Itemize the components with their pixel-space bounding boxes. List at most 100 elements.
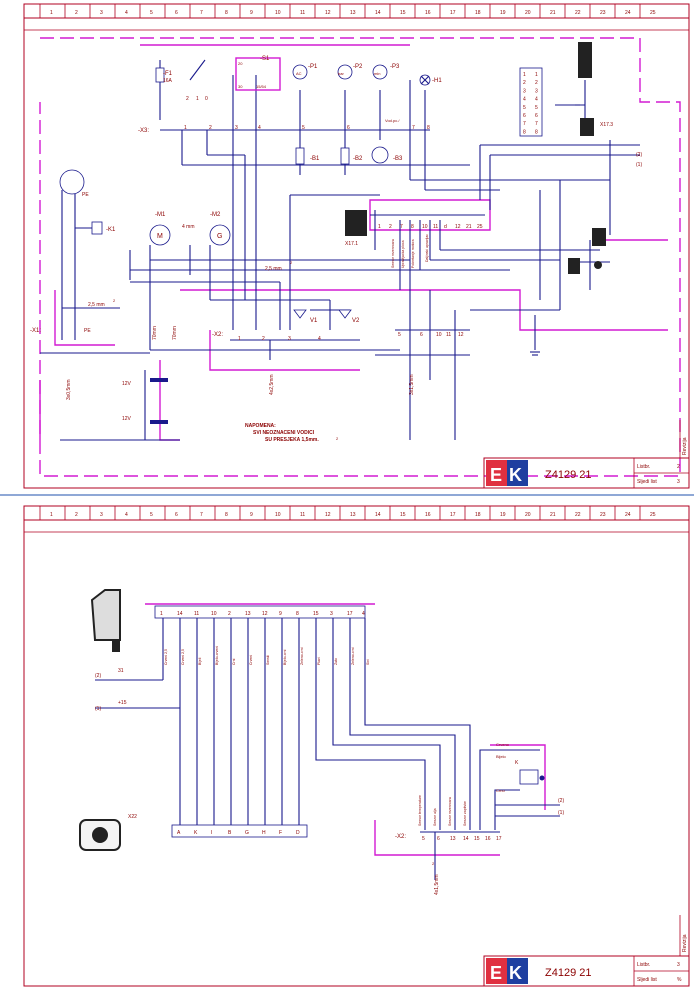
top-terminal: 3 — [330, 611, 333, 617]
drawing-number-2: Z4129 21 — [545, 967, 591, 979]
p3-gauge — [372, 64, 388, 80]
x2-label: -X2: — [212, 332, 223, 338]
cable-25mm-b: 2,5 mm — [265, 266, 282, 272]
battery-2-label: 12V — [122, 416, 132, 422]
bottom-terminal: G — [245, 830, 249, 836]
vlabel-2: Upravljacka ploca — [401, 240, 405, 268]
column-number: 13 — [350, 512, 356, 518]
switch-pos-1: 1 — [196, 96, 199, 102]
wire-color-label: Bijelo-crveni — [215, 646, 219, 665]
x17-3-cell-right: 3 — [535, 88, 538, 94]
g-symbol: G — [217, 233, 222, 240]
x2-right-terminal: 11 — [446, 332, 451, 338]
sq-b: 2 — [290, 260, 293, 265]
outline-right — [490, 744, 546, 810]
top-terminal: 9 — [279, 611, 282, 617]
x17-3-cell-left: 6 — [523, 113, 526, 119]
outline-left-box — [54, 290, 115, 346]
column-number: 25 — [650, 10, 656, 16]
relay-k — [519, 769, 539, 785]
wire-color-label: Crveni 2,5 — [164, 649, 168, 665]
f1-rating: 16A — [163, 78, 173, 84]
p1-gauge — [292, 64, 308, 80]
wire-color-label: Crni — [232, 658, 236, 665]
x17-3-cell-right: 1 — [535, 72, 538, 78]
w2-3 — [332, 618, 441, 830]
label-crno: Crno — [496, 788, 505, 793]
ek-logo-red-2 — [486, 958, 507, 984]
column-number: 10 — [275, 10, 281, 16]
sq-a: 2 — [113, 298, 116, 303]
drawing-number: Z4129 21 — [545, 469, 591, 481]
right-terminal: 12 — [455, 224, 461, 230]
s1-terminal-30: 30 — [238, 84, 243, 89]
column-number: 18 — [475, 512, 481, 518]
note-sup: 2 — [336, 436, 339, 441]
top-terminal: 12 — [262, 611, 268, 617]
outline-battery — [159, 360, 180, 441]
cable-4x25: 4x2,5mm — [269, 374, 275, 395]
connector-right — [592, 228, 606, 246]
column-number: 11 — [300, 10, 305, 16]
cable-bottom-sq: 2 — [432, 861, 435, 866]
vlabel-1: Sensor rezervoara — [391, 239, 395, 268]
column-number: 21 — [550, 512, 556, 518]
right-terminal: 21 — [466, 224, 472, 230]
label-right-2: (2) — [558, 798, 564, 804]
battery-1-label: 12V — [122, 381, 132, 387]
w2-15b — [315, 618, 426, 830]
wire-color-label: Sivi — [366, 659, 370, 665]
x2-left-terminal: 1 — [238, 336, 241, 342]
column-number: 19 — [500, 10, 506, 16]
v2-label: V2 — [352, 318, 360, 324]
x2-terminal: 15 — [474, 836, 480, 842]
column-number: 3 — [100, 512, 103, 518]
vlabel-3: Pokretanje motora — [411, 239, 415, 268]
x3-terminal: 2 — [209, 125, 212, 131]
x2-terminal: 13 — [450, 836, 456, 842]
ek-logo-blue — [507, 460, 528, 486]
ek-logo-e: E — [490, 465, 502, 485]
w2-17 — [349, 618, 456, 830]
outline-x2 — [209, 330, 360, 371]
b1-sensor — [295, 147, 305, 165]
column-number: 15 — [400, 512, 406, 518]
x17-3-cell-left: 8 — [523, 129, 526, 135]
cable-70mm-a: 70mm — [152, 326, 158, 340]
top-connector-strip — [154, 605, 366, 619]
x22-connector-core — [92, 827, 108, 843]
bottom-terminal: F — [279, 830, 282, 836]
x17-3-cell-left: 3 — [523, 88, 526, 94]
m2-generator — [209, 224, 231, 246]
column-number: 7 — [200, 10, 203, 16]
bottom-terminal: I — [211, 830, 212, 836]
x2-right-terminal: 10 — [436, 332, 442, 338]
bottom-terminal: K — [194, 830, 198, 836]
x17-3-cell-left: 4 — [523, 97, 526, 103]
column-number: 20 — [525, 10, 531, 16]
wire-color-label: Bijelo-crni — [283, 649, 287, 665]
list-value: 2 — [677, 464, 680, 470]
s1-box — [235, 57, 281, 91]
right-terminal: 11 — [433, 224, 438, 230]
s1-label: -S1 — [260, 56, 270, 62]
sheet-1-border — [23, 3, 690, 489]
top-left-plug — [90, 589, 121, 641]
w2-4 — [364, 618, 471, 830]
x17-3-cell-right: 5 — [535, 105, 538, 111]
top-terminal: 10 — [211, 611, 217, 617]
x17-3-cell-right: 7 — [535, 121, 538, 127]
x17-3-plug — [578, 42, 592, 78]
x2-label-2: -X2: — [395, 834, 406, 840]
ek-logo-k: K — [509, 465, 522, 485]
column-number: 2 — [75, 10, 78, 16]
vodeni-label: Vod.pc./ — [385, 118, 400, 123]
x2-terminal: 16 — [485, 836, 491, 842]
x17-3-table — [519, 67, 543, 137]
wire-color-label: Zeleno-crni — [351, 647, 355, 665]
column-number: 12 — [325, 10, 331, 16]
column-number: 3 — [100, 10, 103, 16]
